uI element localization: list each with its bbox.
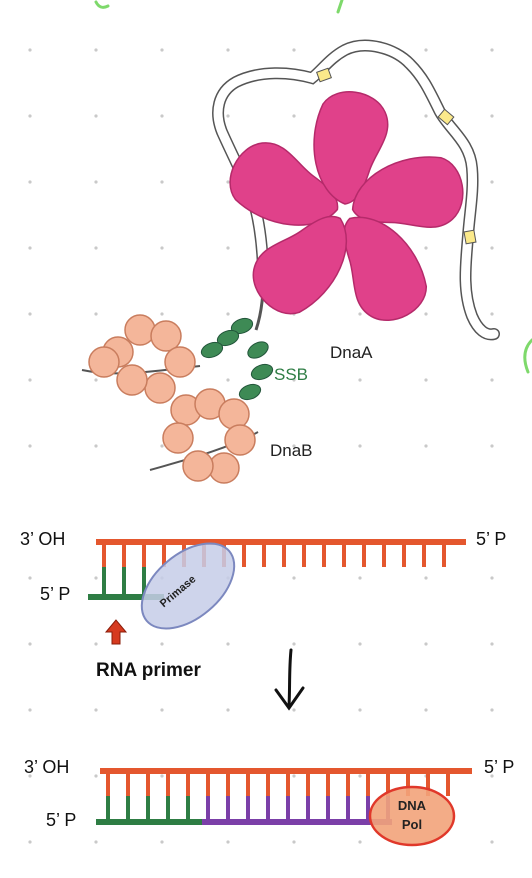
mid-3oh-label: 3’ OH: [20, 529, 65, 549]
ssb-proteins: [200, 317, 274, 401]
dnaa-monomer: [252, 215, 348, 315]
handwriting-fragments: [94, 0, 532, 374]
ssb-label: SSB: [274, 365, 308, 384]
primase-enzyme: Primase: [140, 542, 236, 630]
dnab-subunit: [88, 346, 120, 378]
dna-pol-label-line2: Pol: [402, 817, 422, 832]
dna-pol-label-line1: DNA: [398, 798, 427, 813]
dnaa-monomer: [313, 91, 389, 205]
rna-primer-label: RNA primer: [96, 660, 201, 681]
primase-panel: Primase 3’ OH 5’ P 5’ P RNA primer: [20, 529, 506, 681]
ssb-protein: [230, 317, 254, 335]
bot-5p-right-label: 5’ P: [484, 757, 514, 777]
dnab-subunit: [150, 320, 182, 352]
initiation-panel: DnaA SSB DnaB: [81, 39, 500, 484]
transition-arrow: [274, 648, 305, 711]
dnab-subunit: [164, 346, 196, 378]
dnaa-monomer: [343, 216, 428, 321]
dnaa-monomer: [229, 142, 339, 226]
dnab-subunit: [144, 372, 176, 404]
bot-5p-left-label: 5’ P: [46, 810, 76, 830]
mid-5p-left-label: 5’ P: [40, 584, 70, 604]
dnab-label: DnaB: [270, 441, 313, 460]
dnaa-monomer: [351, 156, 464, 228]
ssb-protein: [250, 363, 274, 381]
template-strand: [100, 768, 472, 774]
ssb-protein: [247, 341, 269, 359]
dnab-subunit: [124, 314, 156, 346]
mid-5p-right-label: 5’ P: [476, 529, 506, 549]
ssb-protein: [216, 329, 240, 347]
dna-pol-enzyme: DNA Pol: [368, 785, 456, 847]
ssb-protein: [200, 341, 224, 359]
dnab-subunit: [224, 424, 256, 456]
rna-primer-strand: [88, 594, 164, 600]
primer-strand: [96, 819, 202, 825]
dnab-subunit: [116, 364, 148, 396]
dnab-subunit: [162, 422, 194, 454]
bot-3oh-label: 3’ OH: [24, 757, 69, 777]
dnab-subunit: [218, 398, 250, 430]
new-dna-strand: [202, 819, 392, 825]
dnab-helicase: [81, 314, 259, 484]
primer-up-arrow: [104, 619, 128, 645]
template-strand: [96, 539, 466, 545]
polymerase-panel: DNA Pol 3’ OH 5’ P 5’ P: [24, 757, 514, 847]
dnaa-complex: [229, 91, 464, 321]
dnaa-label: DnaA: [330, 343, 373, 362]
dnab-subunit: [182, 450, 214, 482]
ssb-protein: [238, 383, 262, 401]
